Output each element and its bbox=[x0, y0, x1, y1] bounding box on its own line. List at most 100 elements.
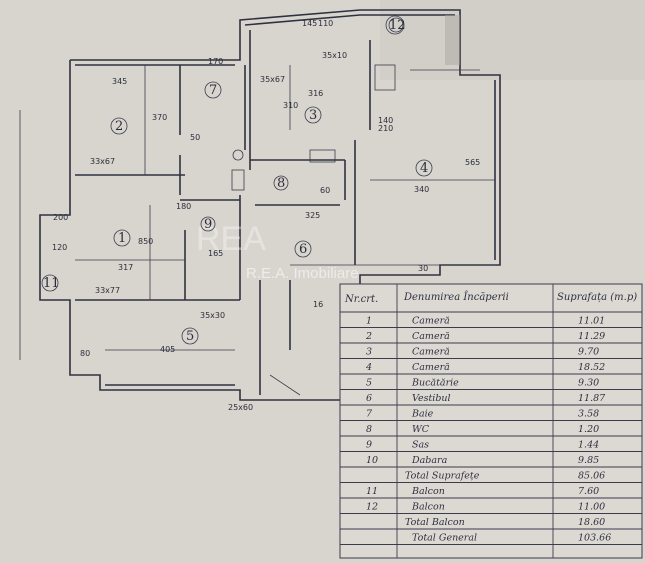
table-cell-area: 1.44 bbox=[578, 440, 599, 451]
watermark-text: R.E.A. Imobiliare bbox=[246, 265, 359, 282]
room-numbers: 1 2 3 4 5 6 7 8 9 11 12 bbox=[41, 17, 433, 345]
dimension-label: 565 bbox=[465, 158, 480, 167]
dimension-label: 35x30 bbox=[200, 311, 225, 320]
dimension-label: 30 bbox=[418, 264, 428, 273]
table-cell-area: 11.01 bbox=[578, 316, 605, 327]
dimension-label: 145 bbox=[302, 19, 317, 28]
dimension-label: 60 bbox=[320, 186, 330, 195]
table-header-nr: Nr.crt. bbox=[344, 294, 378, 305]
table-cell-area: 18.52 bbox=[578, 362, 605, 373]
stove-fixture bbox=[374, 64, 396, 91]
table-cell-name: Total General bbox=[412, 533, 477, 544]
dimension-label: 210 bbox=[378, 124, 393, 133]
dimension-label: 370 bbox=[152, 113, 167, 122]
dimension-label: 405 bbox=[160, 345, 175, 354]
table-cell-name: Dabara bbox=[411, 455, 448, 466]
table-cell-area: 11.00 bbox=[578, 502, 605, 513]
dimension-label: 165 bbox=[208, 249, 223, 258]
dimension-label: 317 bbox=[118, 263, 133, 272]
table-header-name: Denumirea Încăperii bbox=[403, 291, 509, 303]
table-cell-area: 9.70 bbox=[578, 347, 599, 358]
room-number: 1 bbox=[118, 231, 126, 246]
room-number: 9 bbox=[204, 217, 212, 232]
table-cell-nr: 1 bbox=[366, 316, 372, 327]
area-table: Nr.crt. Denumirea Încăperii Suprafața (m… bbox=[339, 283, 643, 559]
balcony-hatch bbox=[445, 15, 460, 65]
table-cell-nr: 5 bbox=[366, 378, 372, 389]
dimension-label: 25x60 bbox=[228, 403, 253, 412]
room-number: 3 bbox=[309, 108, 317, 123]
table-cell-area: 3.58 bbox=[578, 409, 599, 420]
dimension-label: 325 bbox=[305, 211, 320, 220]
dimension-labels: 345 370 33x67 850 317 33x77 316 35x67 31… bbox=[52, 19, 480, 412]
dimension-label: 50 bbox=[190, 133, 200, 142]
table-cell-name: Vestibul bbox=[412, 393, 451, 404]
fixtures bbox=[231, 15, 460, 191]
table-cell-nr: 7 bbox=[366, 409, 373, 420]
dimension-label: 345 bbox=[112, 77, 127, 86]
toilet-fixture bbox=[231, 169, 245, 191]
table-header-area: Suprafața (m.p) bbox=[557, 292, 637, 303]
watermark-logo: REA bbox=[196, 220, 266, 258]
table-cell-name: Balcon bbox=[411, 486, 445, 497]
dimension-label: 35x67 bbox=[260, 75, 285, 84]
table-cell-nr: 2 bbox=[365, 331, 372, 342]
table-cell-area: 11.87 bbox=[578, 393, 606, 404]
construction-lines bbox=[19, 65, 495, 396]
shaft-fixture bbox=[309, 149, 336, 163]
interior-walls bbox=[75, 30, 371, 395]
dimension-label: 35x10 bbox=[322, 51, 347, 60]
room-number: 6 bbox=[299, 242, 307, 257]
dimension-label: 16 bbox=[313, 300, 323, 309]
table-cell-name: Bucătărie bbox=[411, 378, 459, 389]
table-cell-nr: 9 bbox=[366, 440, 372, 451]
dimension-label: 120 bbox=[52, 243, 67, 252]
table-cell-name: Total Balcon bbox=[405, 517, 465, 528]
table-cell-nr: 4 bbox=[365, 362, 372, 373]
dimension-label: 33x77 bbox=[95, 286, 120, 295]
room-number: 2 bbox=[115, 119, 123, 134]
table-cell-area: 85.06 bbox=[578, 471, 605, 482]
dimension-label: 80 bbox=[80, 349, 90, 358]
dimension-label: 33x67 bbox=[90, 157, 115, 166]
table-cell-nr: 3 bbox=[366, 347, 372, 358]
dimension-label: 140 bbox=[378, 116, 393, 125]
table-cell-name: Sas bbox=[412, 440, 429, 451]
dimension-label: 310 bbox=[283, 101, 298, 110]
table-cell-name: Cameră bbox=[412, 347, 450, 358]
dimension-label: 170 bbox=[208, 57, 223, 66]
table-cell-nr: 10 bbox=[366, 455, 378, 466]
table-cell-nr: 6 bbox=[366, 393, 372, 404]
room-number: 7 bbox=[209, 83, 217, 98]
dimension-label: 340 bbox=[414, 185, 429, 194]
room-number: 8 bbox=[277, 176, 285, 191]
table-cell-area: 103.66 bbox=[578, 533, 611, 544]
table-cell-nr: 12 bbox=[366, 502, 378, 513]
table-cell-nr: 8 bbox=[366, 424, 372, 435]
table-cell-name: Baie bbox=[411, 409, 434, 420]
table-cell-name: Balcon bbox=[411, 502, 445, 513]
room-number: 12 bbox=[389, 18, 406, 33]
table-cell-area: 11.29 bbox=[578, 331, 605, 342]
table-cell-area: 9.85 bbox=[578, 455, 599, 466]
dimension-label: 180 bbox=[176, 202, 191, 211]
table-cell-area: 18.60 bbox=[578, 517, 605, 528]
table-cell-name: Cameră bbox=[412, 316, 450, 327]
paper-stain bbox=[380, 0, 645, 80]
table-cell-area: 1.20 bbox=[578, 424, 599, 435]
sink-fixture bbox=[232, 149, 244, 161]
table-cell-name: Total Suprafețe bbox=[405, 471, 480, 482]
table-cell-area: 9.30 bbox=[578, 378, 599, 389]
table-cell-nr: 11 bbox=[366, 486, 378, 497]
room-number: 5 bbox=[186, 329, 194, 344]
dimension-label: 110 bbox=[318, 19, 333, 28]
room-number: 11 bbox=[43, 276, 60, 291]
dimension-label: 850 bbox=[138, 237, 153, 246]
meter-circle bbox=[385, 15, 405, 35]
dimension-label: 200 bbox=[53, 213, 68, 222]
table-cell-name: Cameră bbox=[412, 331, 450, 342]
table-cell-area: 7.60 bbox=[578, 486, 599, 497]
